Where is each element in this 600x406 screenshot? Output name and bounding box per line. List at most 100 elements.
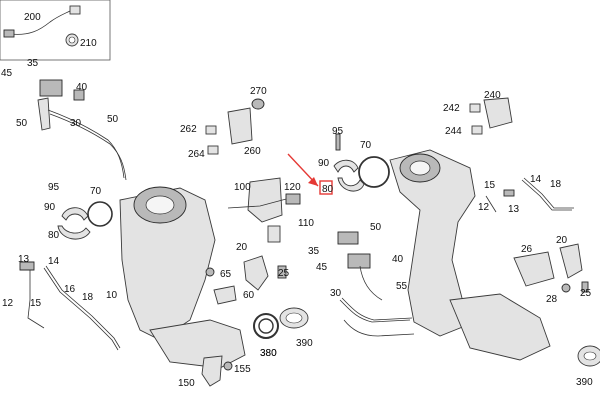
nut-28	[561, 283, 571, 293]
part-label-8: 270	[250, 86, 267, 97]
part-label-7: 50	[107, 114, 119, 125]
clip-264	[207, 145, 219, 155]
bolt-13-left	[19, 261, 35, 271]
part-label-52: 95	[48, 182, 60, 193]
converter-left	[119, 187, 216, 341]
part-label-55: 380	[260, 348, 277, 359]
part-label-35: 12	[478, 202, 490, 213]
part-label-3: 45	[1, 68, 13, 79]
part-label-49: 390	[296, 338, 313, 349]
part-label-10: 264	[188, 149, 205, 160]
connector-right	[347, 253, 371, 269]
bolt-25-right	[581, 281, 589, 293]
pointer-arrowhead	[308, 177, 318, 186]
sensor-plug-inset	[3, 29, 15, 38]
bolt-95-right	[335, 133, 341, 151]
bolt-25-middle	[277, 265, 287, 279]
part-label-44: 15	[30, 298, 42, 309]
part-label-15: 80	[48, 230, 60, 241]
part-label-28: 30	[330, 288, 342, 299]
sensor-bracket-100	[247, 177, 283, 223]
sensor-head-inset	[69, 5, 81, 15]
clamp-240	[483, 97, 513, 129]
clip-262	[205, 125, 217, 135]
outlet-right	[449, 293, 551, 361]
part-label-11: 260	[244, 146, 261, 157]
clamp-80-left	[57, 225, 91, 240]
part-label-43: 12	[2, 298, 14, 309]
sensor-cable-right	[359, 265, 383, 301]
inset-frame	[0, 0, 111, 61]
part-label-32: 15	[484, 180, 496, 191]
bolt-15-right	[485, 195, 497, 213]
part-label-22: 60	[243, 290, 255, 301]
clamp-80-right	[337, 177, 365, 192]
sensor-wire	[227, 197, 291, 209]
part-label-36: 13	[508, 204, 520, 215]
part-label-37: 26	[521, 244, 533, 255]
pipe-14-right	[521, 179, 572, 211]
sensor-120	[285, 193, 301, 205]
part-label-5: 50	[16, 118, 28, 129]
part-label-50: 150	[178, 378, 195, 389]
bracket-26	[513, 251, 555, 287]
part-label-30: 240	[484, 90, 501, 101]
part-label-18: 110	[298, 218, 314, 229]
part-label-46: 18	[82, 292, 94, 303]
heatshield-20-middle	[243, 255, 269, 291]
clamp-90-right	[333, 159, 359, 173]
part-label-34: 18	[550, 179, 562, 190]
nut-65	[205, 267, 215, 277]
part-label-21: 25	[278, 268, 290, 279]
part-label-53: 90	[44, 202, 56, 213]
part-label-0: 200	[24, 12, 41, 23]
part-label-26: 40	[392, 254, 404, 265]
pipe-30-left	[47, 109, 125, 179]
part-label-42: 14	[48, 256, 60, 267]
part-label-57: 80	[322, 184, 334, 195]
gasket-70-right	[358, 156, 390, 188]
part-label-17: 120	[284, 182, 301, 193]
pipe-12-lower-left	[27, 268, 45, 329]
part-label-24: 45	[316, 262, 328, 273]
part-label-45: 16	[64, 284, 76, 295]
hanger-150	[201, 355, 223, 387]
connector-40-left	[73, 89, 85, 101]
part-label-4: 40	[76, 82, 88, 93]
part-label-1: 210	[80, 38, 97, 49]
part-label-47: 10	[106, 290, 118, 301]
part-label-9: 262	[180, 124, 197, 135]
seal-380-middle	[253, 313, 279, 339]
plug-110	[267, 225, 281, 243]
part-label-25: 50	[370, 222, 382, 233]
part-label-40: 25	[580, 288, 592, 299]
part-label-51: 155	[234, 364, 251, 375]
part-label-14: 70	[360, 140, 372, 151]
part-label-33: 14	[530, 174, 542, 185]
pipe-30-right	[339, 299, 411, 323]
part-label-56: 390	[576, 377, 593, 388]
clip-242	[469, 103, 481, 113]
part-label-20: 65	[220, 269, 232, 280]
part-label-39: 28	[546, 294, 558, 305]
pressure-sensor-right	[337, 231, 359, 245]
heatshield-20-right	[559, 243, 583, 279]
part-label-38: 20	[556, 235, 568, 246]
part-label-13: 90	[318, 158, 330, 169]
part-label-6: 30	[70, 118, 82, 129]
part-label-48: 380	[260, 348, 277, 359]
label-layer: 200 210 35 45 40 50 30 50 270 262 264 260 95 90 70 80 10…	[1, 12, 593, 389]
pipe-14-lower-left	[43, 267, 119, 351]
bracket-260	[227, 107, 253, 145]
gasket-70-left	[87, 201, 113, 227]
part-label-19: 20	[236, 242, 248, 253]
nut-270	[251, 98, 265, 110]
part-label-12: 95	[332, 126, 344, 137]
bracket-60	[213, 285, 237, 305]
part-label-23: 35	[308, 246, 320, 257]
nut-155	[223, 361, 233, 371]
part-label-41: 13	[18, 254, 30, 265]
pressure-sensor-left	[39, 79, 63, 97]
